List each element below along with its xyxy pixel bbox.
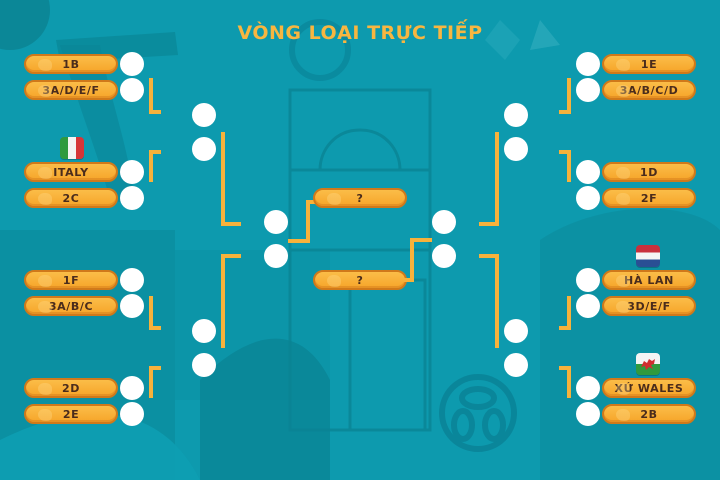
team-pill[interactable]: 2D bbox=[24, 378, 118, 398]
team-pill[interactable]: 2C bbox=[24, 188, 118, 208]
score-dot[interactable] bbox=[576, 52, 600, 76]
score-dot[interactable] bbox=[576, 402, 600, 426]
score-dot[interactable] bbox=[192, 353, 216, 377]
bracket-connector bbox=[306, 200, 310, 243]
score-dot[interactable] bbox=[192, 103, 216, 127]
score-dot[interactable] bbox=[120, 186, 144, 210]
score-dot[interactable] bbox=[264, 244, 288, 268]
italy-flag-icon bbox=[60, 137, 84, 159]
bracket-connector bbox=[221, 222, 241, 226]
bracket-connector bbox=[410, 238, 414, 282]
bracket-connector bbox=[410, 238, 432, 242]
bracket-connector bbox=[306, 200, 316, 204]
score-dot[interactable] bbox=[120, 402, 144, 426]
final-label: ? bbox=[356, 273, 364, 287]
team-label: 3A/D/E/F bbox=[42, 83, 100, 97]
page-title: VÒNG LOẠI TRỰC TIẾP bbox=[237, 22, 483, 44]
score-dot[interactable] bbox=[576, 376, 600, 400]
team-label: 1F bbox=[62, 273, 80, 287]
bracket-connector bbox=[567, 366, 571, 398]
bracket-connector bbox=[288, 239, 310, 243]
team-label: 3D/E/F bbox=[627, 299, 671, 313]
bracket-connector bbox=[149, 296, 153, 330]
bracket-connector bbox=[495, 254, 499, 348]
final-pill[interactable]: ? bbox=[313, 188, 407, 208]
score-dot[interactable] bbox=[576, 186, 600, 210]
score-dot[interactable] bbox=[120, 160, 144, 184]
bracket-connector bbox=[149, 366, 161, 370]
team-label: 3A/B/C/D bbox=[619, 83, 679, 97]
bracket-connector bbox=[221, 254, 225, 348]
team-label: 2B bbox=[640, 407, 658, 421]
score-dot[interactable] bbox=[120, 52, 144, 76]
bracket-connector bbox=[404, 278, 414, 282]
team-label: ITALY bbox=[53, 165, 89, 179]
score-dot[interactable] bbox=[504, 103, 528, 127]
bracket-connector bbox=[567, 150, 571, 182]
dragon-icon bbox=[641, 359, 655, 370]
team-pill[interactable]: HÀ LAN bbox=[602, 270, 696, 290]
bracket-connector bbox=[149, 78, 153, 114]
bracket-connector bbox=[479, 254, 499, 258]
score-dot[interactable] bbox=[504, 353, 528, 377]
team-pill[interactable]: ITALY bbox=[24, 162, 118, 182]
bracket-connector bbox=[567, 296, 571, 330]
team-label: 1E bbox=[640, 57, 658, 71]
score-dot[interactable] bbox=[192, 319, 216, 343]
score-dot[interactable] bbox=[264, 210, 288, 234]
bracket-connector bbox=[149, 366, 153, 398]
team-label: 3A/B/C bbox=[48, 299, 94, 313]
final-label: ? bbox=[356, 191, 364, 205]
team-label: 2D bbox=[62, 381, 80, 395]
bracket-connector bbox=[495, 132, 499, 226]
team-pill[interactable]: 1F bbox=[24, 270, 118, 290]
bracket-connector bbox=[221, 132, 225, 226]
score-dot[interactable] bbox=[120, 268, 144, 292]
bracket-connector bbox=[149, 110, 161, 114]
wales-flag-icon bbox=[636, 353, 660, 375]
team-pill[interactable]: 1E bbox=[602, 54, 696, 74]
team-pill[interactable]: 3A/D/E/F bbox=[24, 80, 118, 100]
score-dot[interactable] bbox=[576, 268, 600, 292]
bracket-connector bbox=[149, 150, 153, 182]
score-dot[interactable] bbox=[432, 244, 456, 268]
score-dot[interactable] bbox=[120, 294, 144, 318]
team-pill[interactable]: 2E bbox=[24, 404, 118, 424]
bracket-connector bbox=[479, 222, 499, 226]
team-pill[interactable]: 3A/B/C bbox=[24, 296, 118, 316]
score-dot[interactable] bbox=[120, 78, 144, 102]
team-pill[interactable]: 3A/B/C/D bbox=[602, 80, 696, 100]
team-pill[interactable]: 2F bbox=[602, 188, 696, 208]
score-dot[interactable] bbox=[504, 319, 528, 343]
score-dot[interactable] bbox=[576, 294, 600, 318]
score-dot[interactable] bbox=[504, 137, 528, 161]
team-pill[interactable]: XỨ WALES bbox=[602, 378, 696, 398]
bracket-connector bbox=[559, 150, 571, 154]
team-label: 1B bbox=[62, 57, 80, 71]
score-dot[interactable] bbox=[120, 376, 144, 400]
bracket-connector bbox=[221, 254, 241, 258]
final-pill[interactable]: ? bbox=[313, 270, 407, 290]
score-dot[interactable] bbox=[576, 78, 600, 102]
team-pill[interactable]: 2B bbox=[602, 404, 696, 424]
team-label: 2F bbox=[640, 191, 658, 205]
bracket-connector bbox=[149, 150, 161, 154]
bracket-connector bbox=[149, 326, 161, 330]
team-label: 2E bbox=[62, 407, 80, 421]
team-label: HÀ LAN bbox=[624, 273, 674, 287]
netherlands-flag-icon bbox=[636, 245, 660, 267]
score-dot[interactable] bbox=[192, 137, 216, 161]
team-label: 2C bbox=[62, 191, 80, 205]
bracket-connector bbox=[559, 326, 571, 330]
score-dot[interactable] bbox=[432, 210, 456, 234]
bracket-connector bbox=[567, 78, 571, 114]
team-label: XỨ WALES bbox=[614, 381, 684, 395]
bracket-connector bbox=[559, 110, 571, 114]
team-label: 1D bbox=[640, 165, 658, 179]
team-pill[interactable]: 1D bbox=[602, 162, 696, 182]
team-pill[interactable]: 3D/E/F bbox=[602, 296, 696, 316]
team-pill[interactable]: 1B bbox=[24, 54, 118, 74]
score-dot[interactable] bbox=[576, 160, 600, 184]
bracket-connector bbox=[559, 366, 571, 370]
